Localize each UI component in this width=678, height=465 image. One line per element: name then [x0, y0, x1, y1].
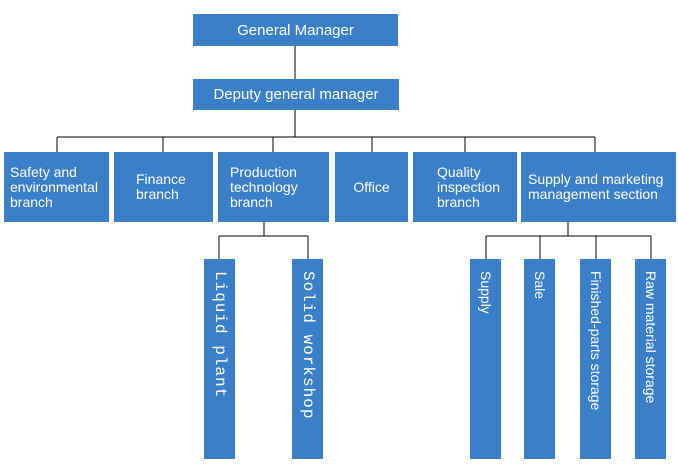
supply-label: Supply	[478, 271, 494, 314]
node-deputy-general-manager: Deputy general manager	[193, 79, 399, 110]
node-supply: Supply	[470, 259, 501, 459]
node-raw-material-storage: Raw material storage	[635, 259, 666, 459]
node-finance-branch: Finance branch	[114, 152, 213, 222]
finished-parts-storage-label: Finished-parts storage	[588, 271, 604, 411]
solid-workshop-label: Solid workshop	[299, 271, 317, 420]
node-liquid-plant: Liquid plant	[204, 259, 235, 459]
liquid-plant-label: Liquid plant	[211, 271, 229, 399]
node-supply-marketing-section: Supply and marketing management section	[521, 152, 676, 222]
node-production-technology-branch: Production technology branch	[218, 152, 329, 222]
sale-label: Sale	[532, 271, 548, 300]
raw-material-storage-label: Raw material storage	[643, 271, 659, 404]
node-solid-workshop: Solid workshop	[292, 259, 323, 459]
node-quality-inspection-branch: Quality inspection branch	[413, 152, 517, 222]
node-finished-parts-storage: Finished-parts storage	[580, 259, 611, 459]
node-sale: Sale	[524, 259, 555, 459]
node-general-manager: General Manager	[193, 14, 398, 46]
node-safety-environmental-branch: Safety and environmental branch	[4, 152, 109, 222]
node-office: Office	[335, 152, 408, 222]
